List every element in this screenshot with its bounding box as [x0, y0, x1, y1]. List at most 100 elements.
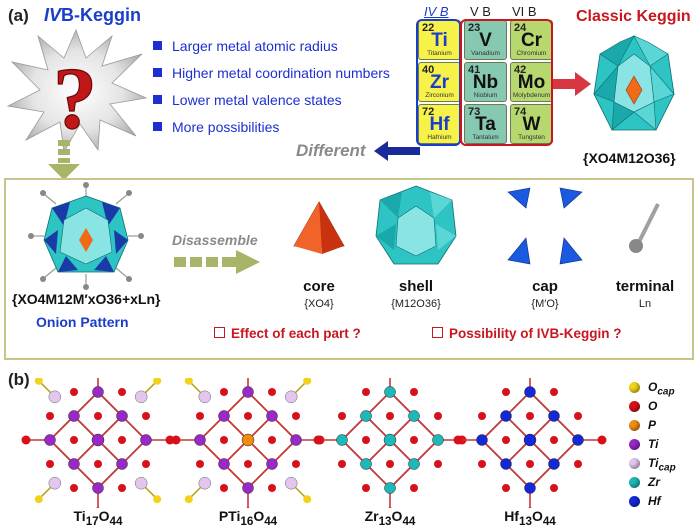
cap-metal-atom	[198, 476, 212, 490]
cluster-label-ti17o44: Ti17O44	[73, 508, 123, 528]
oxygen-atom	[70, 436, 78, 444]
oxygen-atom	[196, 412, 204, 420]
cap-metal-atom	[48, 476, 62, 490]
metal-atom	[500, 410, 512, 422]
oxygen-atom	[292, 412, 300, 420]
bullet-square-icon	[153, 41, 162, 50]
element-name: Titanium	[427, 50, 452, 57]
oxygen-atom	[386, 460, 394, 468]
metal-atom	[218, 410, 230, 422]
terminal-ligand-graphic	[629, 203, 660, 253]
metal-atom	[432, 434, 444, 446]
element-name: Tungsten	[518, 134, 545, 141]
terminal-oxygen-atom	[527, 507, 533, 508]
oxygen-atom	[550, 484, 558, 492]
element-number: 24	[514, 22, 527, 34]
ivb-keggin-title-suffix: B-Keggin	[61, 5, 142, 25]
element-symbol: V	[479, 30, 492, 51]
oxygen-atom	[268, 388, 276, 396]
cluster-label-zr13o44: Zr13O44	[364, 508, 416, 528]
onion-pattern-frame	[4, 178, 694, 360]
oxygen-atom	[434, 460, 442, 468]
metal-atom	[572, 434, 584, 446]
oxygen-atom	[142, 460, 150, 468]
element-number: 23	[468, 22, 481, 34]
metal-atom	[384, 386, 396, 398]
metal-atom	[360, 458, 372, 470]
cap-metal-atom	[284, 390, 298, 404]
metal-atom	[44, 434, 56, 446]
oxygen-atom	[478, 412, 486, 420]
element-number: 74	[514, 106, 527, 118]
legend-swatch-ti	[629, 439, 640, 450]
classic-keggin-structure	[593, 35, 675, 131]
core-atom	[91, 433, 105, 447]
cap-polyhedra-graphic	[507, 187, 583, 265]
legend-label-o: O	[648, 399, 658, 413]
cap-oxygen-atom	[184, 378, 193, 385]
metal-atom	[266, 410, 278, 422]
oxygen-atom	[196, 460, 204, 468]
oxygen-atom	[220, 436, 228, 444]
cluster-label-pti16o44: PTi16O44	[218, 508, 278, 528]
cap-metal-atom	[284, 476, 298, 490]
oxygen-atom	[244, 460, 252, 468]
metal-atom	[92, 386, 104, 398]
cluster-structure	[171, 378, 325, 508]
core-tetrahedron-graphic	[293, 201, 345, 254]
oxygen-atom	[550, 388, 558, 396]
terminal-oxygen-atom	[313, 435, 323, 445]
metal-atom	[384, 482, 396, 494]
part-terminal-formula: Ln	[638, 298, 652, 310]
cap-metal-atom	[48, 390, 62, 404]
oxygen-atom	[434, 412, 442, 420]
oxygen-atom	[220, 484, 228, 492]
oxygen-atom	[386, 412, 394, 420]
element-name: Chromium	[516, 50, 547, 57]
different-arrow-icon	[374, 141, 420, 161]
terminal-oxygen-atom	[171, 435, 181, 445]
onion-pattern-structure	[28, 182, 144, 290]
legend-swatch-o	[629, 401, 640, 412]
legend-swatch-ocap	[629, 382, 640, 393]
element-symbol: Hf	[429, 114, 450, 135]
bullet-item: More possibilities	[153, 119, 279, 135]
metal-atom	[524, 386, 536, 398]
element-name: Molybdenum	[512, 92, 551, 99]
group-header-ivb: IV B	[424, 4, 449, 19]
element-name: Hafnium	[427, 134, 452, 141]
dashed-down-arrow-icon	[48, 140, 80, 180]
terminal-oxygen-atom	[245, 507, 251, 508]
element-name: Vanadium	[471, 50, 500, 57]
oxygen-atom	[502, 436, 510, 444]
oxygen-atom	[94, 460, 102, 468]
core-atom	[523, 433, 537, 447]
question-possibility: Possibility of IVB-Keggin ?	[432, 326, 622, 341]
arrow-to-classic-icon	[553, 72, 591, 96]
element-symbol: Mo	[517, 72, 546, 93]
oxygen-atom	[268, 484, 276, 492]
metal-atom	[242, 482, 254, 494]
oxygen-atom	[550, 436, 558, 444]
checkbox-square-icon	[214, 327, 225, 338]
classic-keggin-formula: {XO4M12O36}	[583, 150, 676, 166]
element-symbol: Zr	[430, 72, 449, 93]
core-atom	[383, 433, 397, 447]
metal-atom	[408, 410, 420, 422]
oxygen-atom	[362, 388, 370, 396]
element-name: Niobium	[473, 92, 498, 99]
cap-oxygen-atom	[153, 495, 162, 504]
metal-atom	[92, 482, 104, 494]
metal-atom	[500, 458, 512, 470]
legend-label-hf: Hf	[648, 494, 661, 508]
checkbox-square-icon	[432, 327, 443, 338]
element-symbol: Ti	[431, 30, 448, 51]
legend-swatch-hf	[629, 496, 640, 507]
oxygen-atom	[118, 388, 126, 396]
cap-metal-atom	[134, 390, 148, 404]
bullet-item: Lower metal valence states	[153, 92, 342, 108]
